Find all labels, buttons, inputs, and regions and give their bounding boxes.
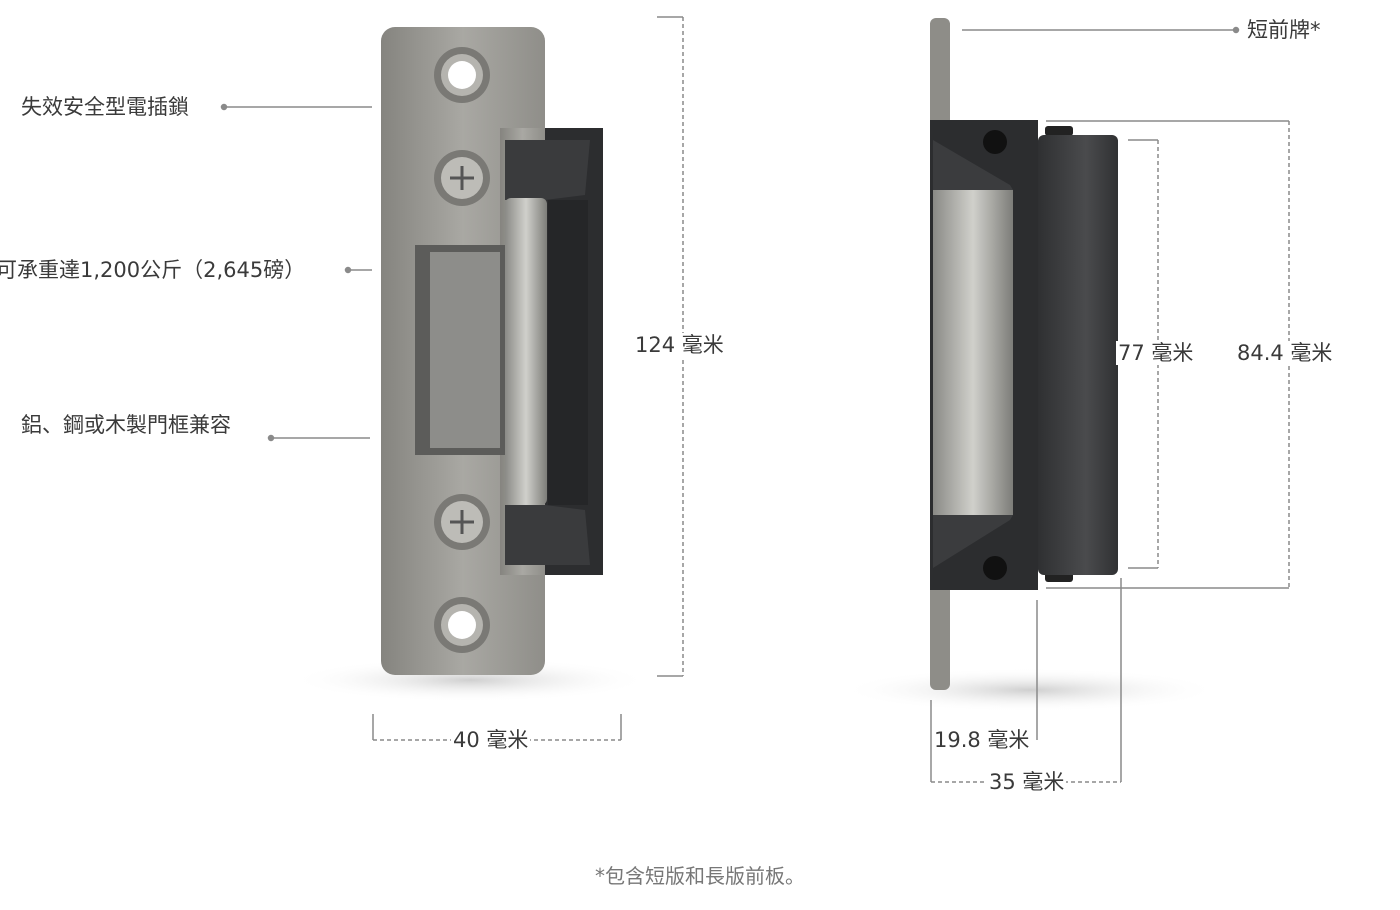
dim-width-front: 40 毫米 [451, 728, 531, 752]
side-view [840, 18, 1220, 712]
mount-hole-icon [434, 47, 490, 103]
callout-short-faceplate: 短前牌* [1247, 18, 1321, 42]
callout-frame-compat: 鋁、鋼或木製門框兼容 [21, 413, 231, 437]
mount-hole-icon [434, 597, 490, 653]
footnote: *包含短版和長版前板。 [595, 864, 805, 888]
dim-depth-total: 35 毫米 [987, 770, 1067, 794]
screw-icon [434, 494, 490, 550]
dim-total-height-side: 84.4 毫米 [1235, 341, 1335, 365]
front-view [290, 27, 650, 702]
dim-body-height: 77 毫米 [1116, 341, 1196, 365]
screw-icon [434, 150, 490, 206]
callout-failsafe: 失效安全型電插鎖 [21, 95, 189, 119]
latch [505, 198, 547, 505]
callout-holding-force: 可承重達1,200公斤（2,645磅） [0, 258, 306, 282]
leader-lines [220, 26, 1240, 442]
dim-height-front: 124 毫米 [633, 333, 726, 357]
dim-depth-small: 19.8 毫米 [934, 728, 1030, 752]
cylinder [1038, 135, 1118, 575]
